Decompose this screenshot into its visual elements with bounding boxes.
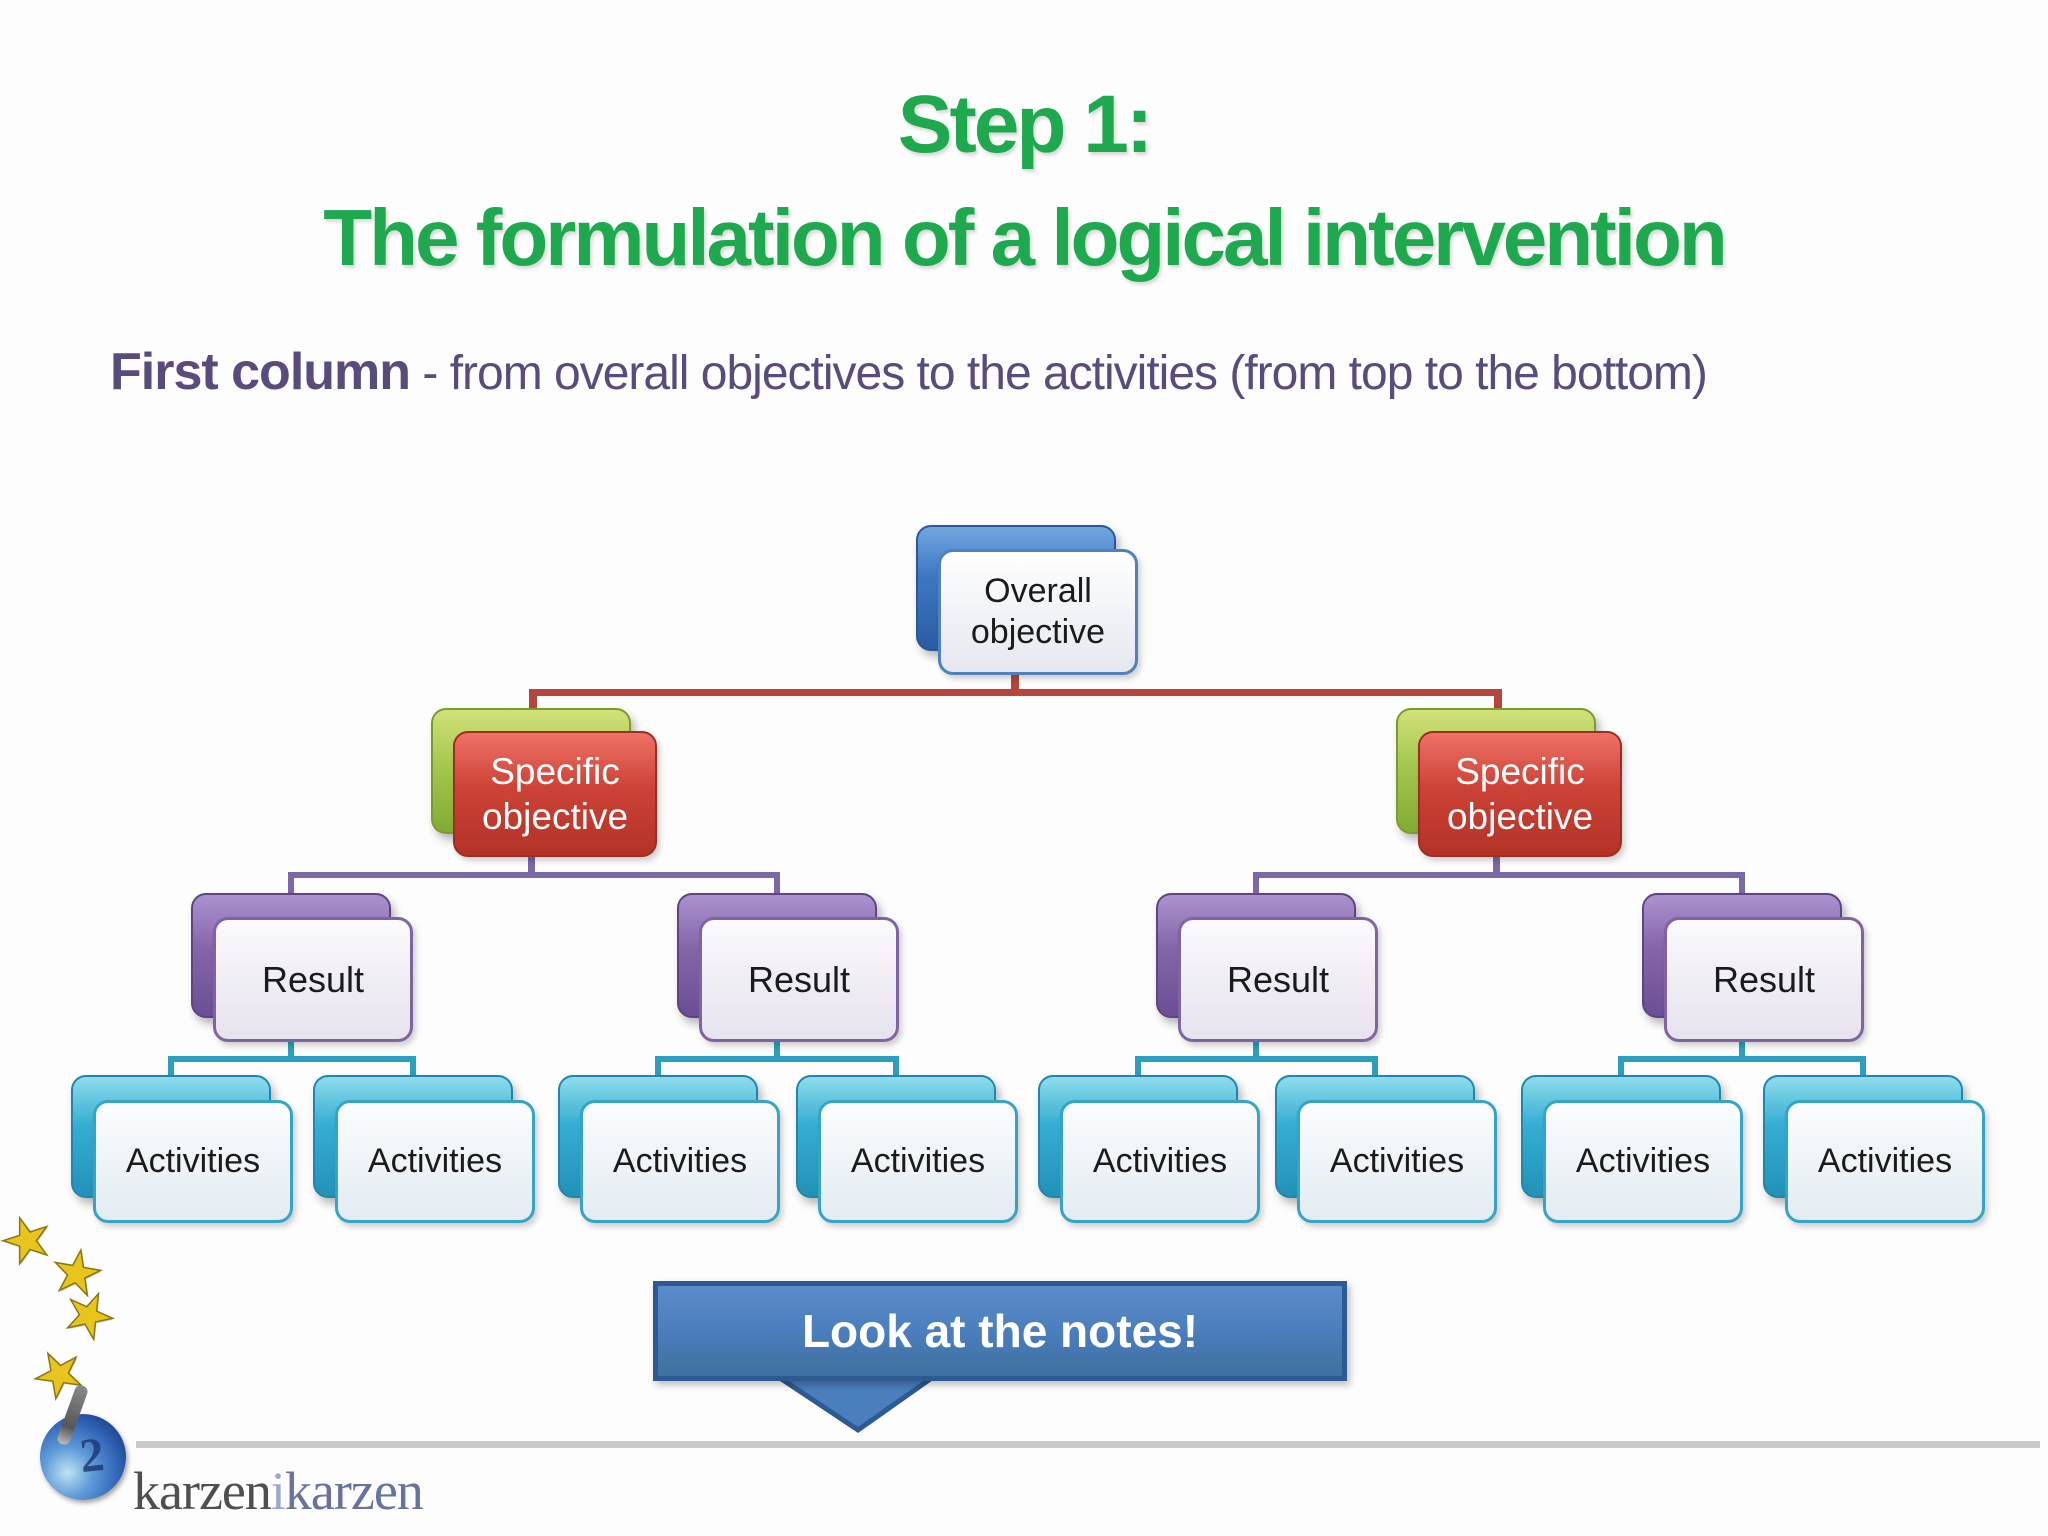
slide-subtitle: First column - from overall objectives t… [110, 342, 1708, 402]
connector-purple-stub-r3 [1253, 872, 1259, 900]
connector-purple-stub-so1 [528, 852, 535, 878]
result-box: Result [1664, 917, 1864, 1042]
connector-red-horizontal [530, 689, 1502, 696]
activities-box: Activities [335, 1100, 535, 1223]
connector-teal-down-a3 [655, 1056, 661, 1084]
overall-objective-label: Overall objective [970, 571, 1106, 651]
connector-teal-horizontal-p4 [1618, 1056, 1866, 1062]
activities-label: Activities [125, 1141, 261, 1180]
connector-purple-horizontal-right [1253, 872, 1745, 878]
specific-objective-box: Specific objective [1418, 731, 1622, 857]
activities-box: Activities [1543, 1100, 1743, 1223]
activities-label: Activities [367, 1141, 503, 1180]
connector-teal-up-r4 [1739, 1040, 1745, 1060]
result-label: Result [261, 958, 365, 1000]
connector-teal-down-a1 [168, 1056, 174, 1084]
footer-divider [136, 1441, 2040, 1448]
activities-box: Activities [1785, 1100, 1985, 1223]
connector-teal-up-r3 [1253, 1040, 1259, 1060]
connector-teal-down-a8 [1860, 1056, 1866, 1084]
connector-red-stub-right [1494, 689, 1502, 715]
overall-objective-box: Overall objective [938, 549, 1138, 675]
result-label: Result [747, 958, 851, 1000]
activities-label: Activities [1329, 1141, 1465, 1180]
connector-teal-down-a2 [410, 1056, 416, 1084]
connector-teal-horizontal-p3 [1135, 1056, 1378, 1062]
connector-red-stub-overall [1011, 666, 1019, 694]
activities-label: Activities [612, 1141, 748, 1180]
result-label: Result [1226, 958, 1330, 1000]
connector-teal-horizontal-p2 [655, 1056, 899, 1062]
activities-box: Activities [818, 1100, 1018, 1223]
connector-purple-horizontal-left [288, 872, 780, 878]
result-box: Result [1178, 917, 1378, 1042]
activities-label: Activities [1817, 1141, 1953, 1180]
activities-label: Activities [850, 1141, 986, 1180]
connector-purple-stub-so2 [1493, 852, 1500, 878]
brand-part1: karzen [133, 1461, 272, 1521]
activities-box: Activities [1297, 1100, 1497, 1223]
connector-purple-stub-r2 [774, 872, 780, 900]
connector-teal-down-a5 [1135, 1056, 1141, 1084]
subtitle-lead: First column [110, 343, 411, 401]
connector-red-stub-left [529, 689, 537, 715]
activities-label: Activities [1575, 1141, 1711, 1180]
brand-part2: i [270, 1461, 286, 1521]
connector-purple-stub-r1 [288, 872, 294, 900]
activities-box: Activities [1060, 1100, 1260, 1223]
specific-objective-box: Specific objective [453, 731, 657, 857]
notes-banner-label: Look at the notes! [801, 1305, 1199, 1357]
slide-title-line1: Step 1: [897, 79, 1153, 170]
brand-part3: karzen [284, 1461, 424, 1521]
connector-teal-down-a4 [893, 1056, 899, 1084]
connector-teal-up-r2 [774, 1040, 780, 1060]
connector-purple-stub-r4 [1739, 872, 1745, 900]
logo-globe-icon [40, 1414, 126, 1500]
connector-teal-down-a6 [1372, 1056, 1378, 1084]
result-box: Result [699, 917, 899, 1042]
activities-box: Activities [580, 1100, 780, 1223]
connector-teal-horizontal-p1 [168, 1056, 416, 1062]
connector-teal-down-a7 [1618, 1056, 1624, 1084]
specific-objective-label: Specific objective [1446, 750, 1594, 837]
result-box: Result [213, 917, 413, 1042]
specific-objective-label: Specific objective [481, 750, 629, 837]
activities-label: Activities [1092, 1141, 1228, 1180]
notes-banner: Look at the notes! [653, 1281, 1347, 1381]
activities-box: Activities [93, 1100, 293, 1223]
brand-text: karzenikarzen [133, 1460, 424, 1522]
subtitle-rest: - from overall objectives to the activit… [410, 347, 1708, 400]
slide-title-line2: The formulation of a logical interventio… [323, 193, 1728, 282]
connector-teal-up-r1 [288, 1040, 294, 1060]
result-label: Result [1712, 958, 1816, 1000]
